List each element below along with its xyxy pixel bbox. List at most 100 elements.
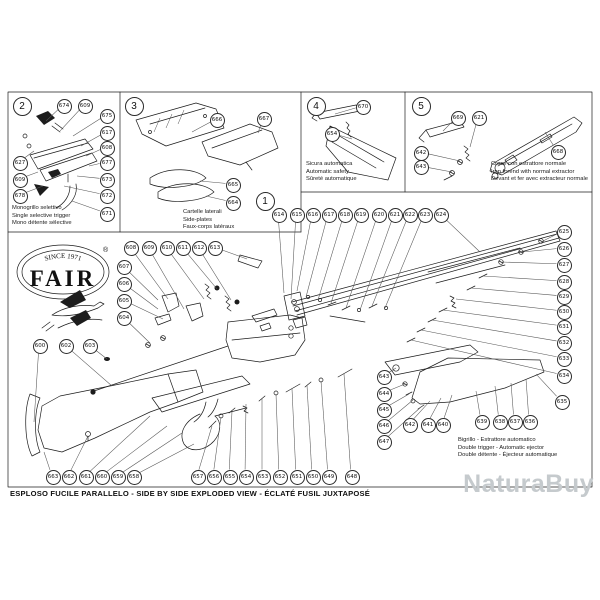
callout-612: 612 — [191, 240, 207, 256]
callout-641: 641 — [420, 417, 436, 433]
callout-629: 629 — [556, 289, 572, 305]
receiver-action — [225, 308, 306, 363]
leader-lines — [24, 107, 558, 474]
callout-617: 617 — [321, 207, 337, 223]
panel5-drawing — [418, 116, 583, 181]
callout-642: 642 — [402, 417, 418, 433]
callout-606: 606 — [116, 276, 132, 292]
callout-653: 653 — [255, 469, 271, 485]
callout-642: 642 — [413, 145, 429, 161]
callout-671: 671 — [99, 206, 115, 222]
callout-656: 656 — [206, 469, 222, 485]
callout-623: 623 — [417, 207, 433, 223]
panel-number-2: 2 — [12, 96, 32, 116]
callout-636: 636 — [522, 414, 538, 430]
callout-675: 675 — [99, 108, 115, 124]
callout-607: 607 — [116, 259, 132, 275]
callout-622: 622 — [402, 207, 418, 223]
logo-registered-mark: ® — [103, 246, 109, 254]
callout-658: 658 — [126, 469, 142, 485]
panel-number-5: 5 — [411, 96, 431, 116]
callout-667: 667 — [256, 111, 272, 127]
trigger-group — [151, 375, 251, 450]
naturabuy-watermark: NaturaBuy — [463, 470, 594, 498]
callout-640: 640 — [435, 417, 451, 433]
callout-632: 632 — [556, 335, 572, 351]
stock — [25, 345, 229, 457]
callout-609: 609 — [141, 240, 157, 256]
callout-624: 624 — [433, 207, 449, 223]
forend — [384, 344, 545, 410]
callout-660: 660 — [94, 469, 110, 485]
panel4-drawing — [311, 104, 397, 181]
footer-caption: ESPLOSO FUCILE PARALLELO - SIDE BY SIDE … — [10, 489, 371, 498]
fair-logo: SINCE 1971 FAIR ® — [16, 244, 110, 332]
callout-621: 621 — [471, 110, 487, 126]
callout-618: 618 — [337, 207, 353, 223]
panel-number-1: 1 — [255, 191, 275, 211]
callout-674: 674 — [56, 98, 72, 114]
callout-604: 604 — [116, 310, 132, 326]
callout-649: 649 — [321, 469, 337, 485]
callout-626: 626 — [556, 241, 572, 257]
callout-639: 639 — [474, 414, 490, 430]
callout-605: 605 — [116, 293, 132, 309]
callout-663: 663 — [45, 469, 61, 485]
callout-627: 627 — [12, 155, 28, 171]
callout-659: 659 — [110, 469, 126, 485]
callout-638: 638 — [492, 414, 508, 430]
callout-608: 608 — [123, 240, 139, 256]
panel3-drawing — [135, 102, 279, 202]
callout-609: 609 — [12, 172, 28, 188]
callout-613: 613 — [207, 240, 223, 256]
callout-633: 633 — [556, 351, 572, 367]
callout-617: 617 — [99, 125, 115, 141]
callout-654: 654 — [238, 469, 254, 485]
callout-620: 620 — [371, 207, 387, 223]
callout-608: 608 — [99, 140, 115, 156]
callout-670: 670 — [355, 99, 371, 115]
callout-678: 678 — [12, 188, 28, 204]
logo-ducks — [41, 290, 105, 332]
callout-652: 652 — [272, 469, 288, 485]
barrels — [283, 230, 561, 329]
callout-666: 666 — [209, 112, 225, 128]
callout-619: 619 — [353, 207, 369, 223]
small-parts-right — [406, 238, 544, 343]
callout-644: 644 — [376, 386, 392, 402]
small-parts-center — [306, 295, 388, 323]
callout-661: 661 — [78, 469, 94, 485]
callout-643: 643 — [376, 369, 392, 385]
logo-since-text: SINCE 1971 — [44, 252, 83, 263]
callout-643: 643 — [413, 159, 429, 175]
callout-602: 602 — [58, 338, 74, 354]
callout-616: 616 — [305, 207, 321, 223]
callout-611: 611 — [175, 240, 191, 256]
callout-647: 647 — [376, 434, 392, 450]
callout-614: 614 — [271, 207, 287, 223]
callout-603: 603 — [82, 338, 98, 354]
callout-600: 600 — [32, 338, 48, 354]
callout-625: 625 — [556, 224, 572, 240]
callout-648: 648 — [344, 469, 360, 485]
callout-654: 654 — [324, 126, 340, 142]
callout-669: 669 — [450, 110, 466, 126]
callout-630: 630 — [556, 304, 572, 320]
callout-646: 646 — [376, 418, 392, 434]
callout-668: 668 — [550, 144, 566, 160]
callout-657: 657 — [190, 469, 206, 485]
panel-borders — [7, 91, 593, 488]
panel-number-3: 3 — [124, 96, 144, 116]
callout-651: 651 — [289, 469, 305, 485]
panel2-drawing — [22, 111, 98, 211]
callout-631: 631 — [556, 319, 572, 335]
small-parts-lower — [208, 368, 353, 429]
callout-628: 628 — [556, 274, 572, 290]
